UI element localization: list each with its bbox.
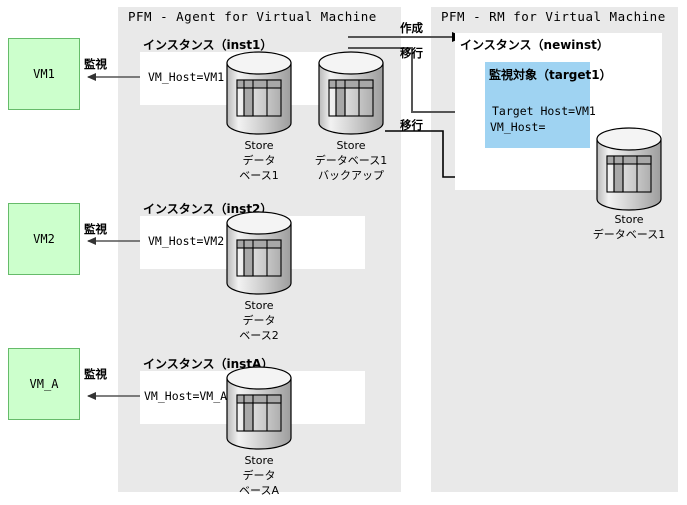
cylinder-label-rm-store-database-1: Store データベース1 — [592, 213, 666, 241]
flow-label-migrate-upper: 移行 — [400, 46, 423, 60]
instance-inst1-field: VM_Host=VM1 — [148, 70, 225, 84]
vm-box-label: VM2 — [33, 232, 55, 246]
cylinder-rm-store-database-1 — [596, 127, 662, 211]
cylinder-label-store-database-1: Store データ ベース1 — [239, 139, 279, 182]
panel-agent-title: PFM - Agent for Virtual Machine — [128, 9, 377, 24]
instance-inst2-heading: インスタンス（inst2） — [143, 202, 273, 216]
instance-inst1-heading: インスタンス（inst1） — [143, 38, 273, 52]
panel-rm-title: PFM - RM for Virtual Machine — [441, 9, 666, 24]
monitoring-target-box — [485, 62, 590, 148]
instance-insta-field: VM_Host=VM_A — [144, 389, 228, 403]
vm-box-vm1: VM1 — [8, 38, 80, 110]
instance-inst2-field: VM_Host=VM2 — [148, 234, 225, 248]
cylinder-label-store-database-1-backup: Store データベース1 バックアップ — [314, 139, 388, 182]
cylinder-store-database-2 — [226, 211, 292, 295]
flow-label-migrate-lower: 移行 — [400, 118, 423, 132]
cylinder-label-store-database-2: Store データ ベース2 — [239, 299, 279, 342]
flow-label-create: 作成 — [400, 21, 423, 35]
monitoring-target-field-0: Target Host=VM1 — [492, 104, 596, 118]
cylinder-label-store-database-a: Store データ ベースA — [239, 454, 279, 497]
monitor-label-vm2: 監視 — [84, 222, 107, 236]
monitor-label-vm1: 監視 — [84, 57, 107, 71]
vm-box-vm2: VM2 — [8, 203, 80, 275]
vm-box-label: VM_A — [29, 377, 59, 391]
monitoring-target-heading: 監視対象（target1） — [489, 68, 612, 82]
cylinder-store-database-a — [226, 366, 292, 450]
monitoring-target-field-1: VM_Host= — [490, 120, 546, 134]
cylinder-store-database-1-backup — [318, 51, 384, 135]
monitor-label-vma: 監視 — [84, 367, 107, 381]
vm-box-vma: VM_A — [8, 348, 80, 420]
cylinder-store-database-1 — [226, 51, 292, 135]
instance-insta-heading: インスタンス（instA） — [143, 357, 274, 371]
rm-instance-heading: インスタンス（newinst） — [460, 38, 609, 52]
vm-box-label: VM1 — [33, 67, 55, 81]
